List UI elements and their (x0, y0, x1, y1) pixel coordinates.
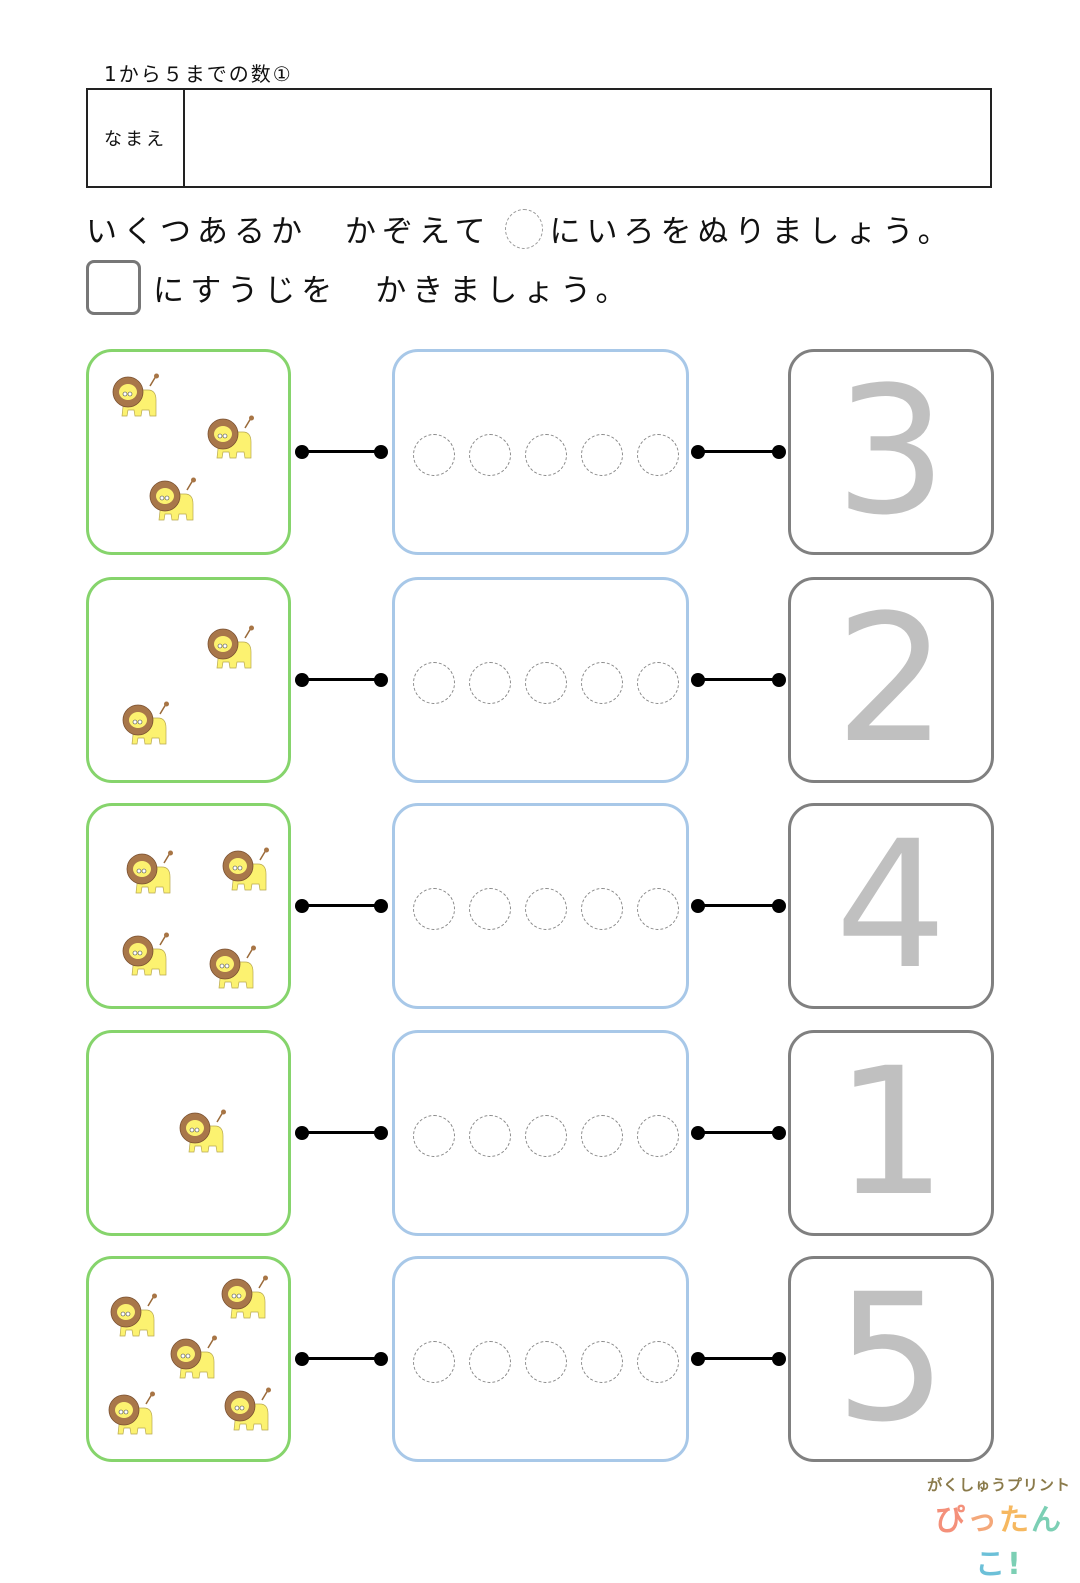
circle-box (392, 1256, 689, 1462)
connector-line (691, 672, 786, 687)
logo-char: こ (975, 1547, 1008, 1582)
color-circle[interactable] (469, 662, 511, 704)
picture-box (86, 349, 291, 555)
color-circle[interactable] (525, 888, 567, 930)
number-box[interactable]: 1 (788, 1030, 994, 1236)
lion-icon (120, 931, 172, 981)
exercise-row: 5 (0, 1256, 1080, 1462)
exercise-row: 4 (0, 803, 1080, 1009)
color-circle[interactable] (581, 662, 623, 704)
sample-circle-icon (505, 208, 544, 249)
name-label: なまえ (88, 90, 185, 186)
color-circle[interactable] (469, 434, 511, 476)
lion-icon (205, 624, 257, 674)
color-circle[interactable] (413, 1115, 455, 1157)
name-box: なまえ (86, 88, 992, 188)
logo: がくしゅうプリント ぴったんこ! (918, 1474, 1080, 1583)
color-circle[interactable] (637, 434, 679, 476)
connector-line (691, 444, 786, 459)
logo-char: ぴ (935, 1503, 967, 1538)
lion-icon (205, 414, 257, 464)
logo-char: っ (967, 1503, 999, 1538)
logo-top-text: がくしゅうプリント (927, 1476, 1071, 1494)
color-circle[interactable] (525, 1115, 567, 1157)
circle-box (392, 577, 689, 783)
color-circle[interactable] (469, 888, 511, 930)
picture-box (86, 1030, 291, 1236)
connector-line (691, 1351, 786, 1366)
color-circle[interactable] (413, 1341, 455, 1383)
instruction-line-2: にすうじを かきましょう。 (86, 260, 632, 315)
logo-char: ! (1007, 1547, 1023, 1582)
lion-icon (168, 1334, 220, 1384)
color-circle[interactable] (525, 662, 567, 704)
exercise-row: 2 (0, 577, 1080, 783)
color-circle[interactable] (413, 662, 455, 704)
color-circle[interactable] (581, 888, 623, 930)
number-box[interactable]: 4 (788, 803, 994, 1009)
color-circle[interactable] (413, 434, 455, 476)
lion-icon (220, 846, 272, 896)
color-circle[interactable] (469, 1341, 511, 1383)
exercise-row: 1 (0, 1030, 1080, 1236)
color-circle[interactable] (469, 1115, 511, 1157)
color-circle[interactable] (581, 1341, 623, 1383)
instruction-text-2: にすうじを かきましょう。 (153, 273, 633, 309)
color-circle[interactable] (413, 888, 455, 930)
circle-box (392, 349, 689, 555)
connector-line (691, 1125, 786, 1140)
lion-icon (219, 1274, 271, 1324)
worksheet-title: 1から５までの数① (104, 62, 293, 86)
instruction-text-1b: にいろをぬりましょう。 (549, 214, 955, 250)
lion-icon (108, 1292, 160, 1342)
instruction-line-1: いくつあるか かぞえて にいろをぬりましょう。 (86, 206, 955, 251)
color-circle[interactable] (525, 1341, 567, 1383)
lion-icon (177, 1108, 229, 1158)
color-circle[interactable] (637, 1341, 679, 1383)
color-circle[interactable] (637, 662, 679, 704)
circle-box (392, 803, 689, 1009)
color-circle[interactable] (581, 1115, 623, 1157)
connector-line (691, 898, 786, 913)
lion-icon (124, 849, 176, 899)
name-field[interactable] (185, 90, 990, 186)
color-circle[interactable] (581, 434, 623, 476)
picture-box (86, 1256, 291, 1462)
circle-box (392, 1030, 689, 1236)
number-box[interactable]: 2 (788, 577, 994, 783)
lion-icon (147, 476, 199, 526)
picture-box (86, 803, 291, 1009)
logo-char: ん (1031, 1503, 1063, 1538)
logo-char: た (999, 1503, 1031, 1538)
number-box[interactable]: 5 (788, 1256, 994, 1462)
picture-box (86, 577, 291, 783)
lion-icon (106, 1390, 158, 1440)
connector-line (295, 672, 388, 687)
connector-line (295, 1351, 388, 1366)
lion-icon (110, 372, 162, 422)
color-circle[interactable] (637, 888, 679, 930)
connector-line (295, 898, 388, 913)
lion-icon (120, 700, 172, 750)
lion-icon (222, 1386, 274, 1436)
number-box[interactable]: 3 (788, 349, 994, 555)
connector-line (295, 444, 388, 459)
logo-bottom-text: ぴったんこ! (918, 1495, 1080, 1583)
connector-line (295, 1125, 388, 1140)
lion-icon (207, 944, 259, 994)
sample-square-icon (86, 260, 141, 315)
instruction-text-1a: いくつあるか かぞえて (86, 214, 492, 250)
color-circle[interactable] (637, 1115, 679, 1157)
color-circle[interactable] (525, 434, 567, 476)
exercise-row: 3 (0, 349, 1080, 555)
